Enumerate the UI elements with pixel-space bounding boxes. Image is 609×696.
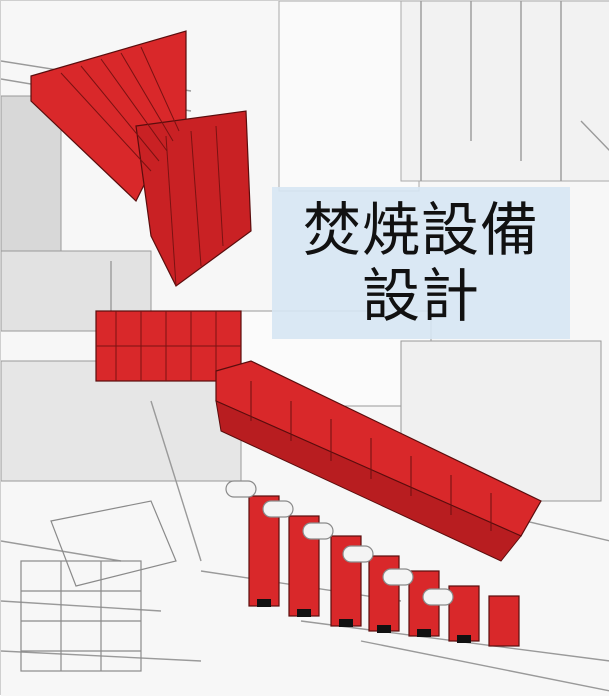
caption-line-2: 設計	[361, 262, 480, 330]
title-caption-box: 焚焼設備 設計	[272, 187, 570, 339]
caption-line-1: 焚焼設備	[302, 196, 539, 264]
